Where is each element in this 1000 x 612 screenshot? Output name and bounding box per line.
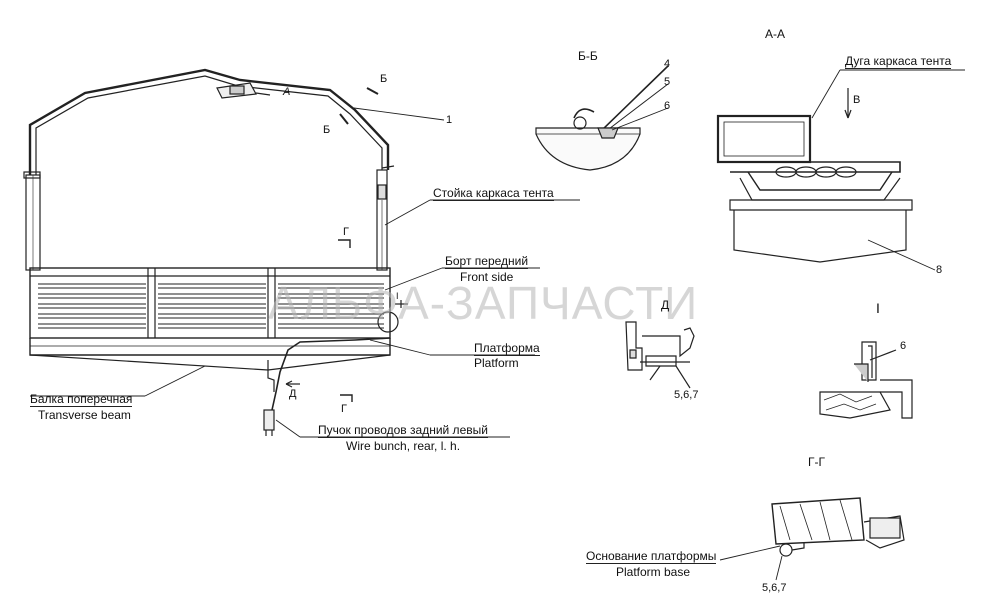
- label-platform-en: Platform: [474, 356, 519, 370]
- section-title-aa: А-А: [765, 27, 786, 41]
- left-post: [25, 174, 41, 271]
- watermark-text: АЛЬФА-ЗАПЧАСТИ: [268, 277, 699, 329]
- marker-a-arrow: А: [283, 86, 291, 98]
- callout-567-gg: 5,6,7: [762, 582, 787, 594]
- callout-4: 4: [664, 58, 671, 70]
- label-front-en: Front side: [460, 270, 514, 284]
- section-markers: [285, 239, 408, 402]
- label-arc-ru: Дуга каркаса тента: [845, 54, 952, 69]
- label-post-ru: Стойка каркаса тента: [433, 186, 554, 201]
- callout-567-d: 5,6,7: [674, 389, 699, 401]
- label-base-ru: Основание платформы: [586, 549, 717, 564]
- label-base-en: Platform base: [616, 565, 691, 579]
- marker-g-lower: Г: [341, 403, 347, 415]
- detail-title-d: Д: [661, 298, 670, 312]
- platform-beam: [29, 338, 391, 371]
- section-title-bb: Б-Б: [578, 49, 598, 63]
- right-post: [376, 165, 395, 271]
- section-cut-b: [339, 87, 379, 125]
- detail-d-drawing: [625, 321, 695, 389]
- label-beam-ru: Балка поперечная: [30, 392, 133, 407]
- marker-i: I: [396, 291, 399, 301]
- callout-1: 1: [446, 114, 453, 126]
- marker-b-lower: Б: [323, 124, 331, 136]
- tent-frame-arc: [23, 68, 390, 179]
- detail-i-drawing: [819, 341, 913, 419]
- marker-d-arrow: Д: [289, 388, 297, 400]
- detail-i-circle: [377, 311, 399, 333]
- label-wire-en: Wire bunch, rear, l. h.: [346, 439, 461, 453]
- front-side-board: [29, 267, 391, 339]
- section-bb-drawing: [535, 65, 669, 171]
- label-front-ru: Борт передний: [445, 254, 529, 269]
- callout-5: 5: [664, 76, 671, 88]
- marker-b-top: Б: [380, 73, 388, 85]
- detail-title-i: I: [876, 300, 880, 316]
- label-beam-en: Transverse beam: [38, 408, 131, 422]
- section-aa-drawing: [716, 69, 965, 271]
- wire-bunch: [263, 337, 391, 436]
- label-wire-ru: Пучок проводов задний левый: [318, 423, 488, 438]
- marker-v-arrow: В: [853, 94, 861, 106]
- marker-g-upper: Г: [343, 226, 349, 238]
- label-platform-ru: Платформа: [474, 341, 540, 356]
- callout-8: 8: [936, 264, 943, 276]
- section-gg-drawing: [719, 497, 905, 581]
- roof-lamp: [216, 82, 271, 99]
- section-title-gg: Г-Г: [808, 455, 825, 469]
- callout-6-bb: 6: [664, 100, 671, 112]
- callout-6-i: 6: [900, 340, 907, 352]
